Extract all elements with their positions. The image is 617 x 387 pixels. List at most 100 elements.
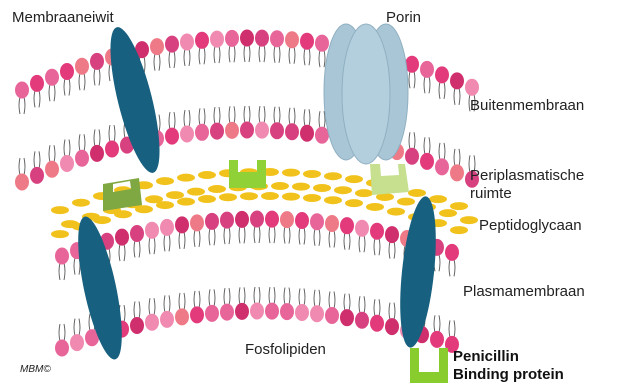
- phospholipid-head-top: [195, 32, 209, 49]
- phospholipid-head-top: [115, 229, 129, 246]
- lipid-tail: [84, 134, 85, 151]
- lipid-tail: [359, 235, 360, 252]
- peptidoglycan-strand: [93, 216, 111, 224]
- lipid-tail: [409, 132, 410, 149]
- lipid-tail: [99, 129, 100, 146]
- peptidoglycan-strand: [135, 205, 153, 213]
- peptidoglycan-strand: [72, 199, 90, 207]
- phospholipid-head-bottom: [235, 303, 249, 320]
- lipid-tail: [159, 115, 160, 132]
- phospholipid-head-bottom: [210, 123, 224, 140]
- phospholipid-head-top: [270, 30, 284, 47]
- lipid-tail: [374, 238, 375, 255]
- label-periplasm-line2: ruimte: [470, 185, 512, 202]
- peptidoglycan-strand: [198, 195, 216, 203]
- phospholipid-head-bottom: [385, 318, 399, 335]
- lipid-tail: [304, 227, 305, 244]
- peptidoglycan-strand: [187, 188, 205, 196]
- lipid-tail: [34, 151, 35, 168]
- lipid-tail: [154, 298, 155, 315]
- lipid-tail: [389, 303, 390, 320]
- phospholipid-head-bottom: [60, 155, 74, 172]
- peptidoglycan-strand: [219, 193, 237, 201]
- lipid-tail: [319, 229, 320, 246]
- peptidoglycan-strand: [324, 196, 342, 204]
- lipid-tail: [254, 226, 255, 243]
- lipid-tail: [279, 107, 280, 124]
- phospholipid-head-top: [340, 217, 354, 234]
- phospholipid-head-bottom: [325, 307, 339, 324]
- phospholipid-head-bottom: [30, 167, 44, 184]
- lipid-tail: [394, 303, 395, 320]
- lipid-tail: [184, 293, 185, 310]
- phospholipid-head-top: [285, 31, 299, 48]
- lipid-tail: [139, 240, 140, 257]
- lipid-tail: [294, 108, 295, 125]
- lipid-tail: [79, 73, 80, 90]
- peptidoglycan-strand: [460, 216, 478, 224]
- phospholipid-head-top: [310, 213, 324, 230]
- lipid-tail: [224, 288, 225, 305]
- lipid-tail: [424, 137, 425, 154]
- lipid-tail: [199, 47, 200, 64]
- phospholipid-head-top: [370, 223, 384, 240]
- lipid-tail: [344, 294, 345, 311]
- phospholipid-head-top: [465, 79, 479, 96]
- lipid-tail: [364, 296, 365, 313]
- phospholipid-head-bottom: [430, 331, 444, 348]
- lipid-tail: [289, 227, 290, 244]
- lipid-tail: [169, 112, 170, 129]
- peptidoglycan-strand: [166, 191, 184, 199]
- lipid-tail: [244, 287, 245, 304]
- lipid-tail: [164, 295, 165, 312]
- lipid-tail: [424, 76, 425, 93]
- lipid-tail: [319, 111, 320, 128]
- phospholipid-head-top: [435, 66, 449, 83]
- phospholipid-head-top: [420, 61, 434, 78]
- lipid-tail: [289, 108, 290, 125]
- lipid-tail: [284, 227, 285, 244]
- phospholipid-head-top: [90, 53, 104, 70]
- phospholipid-head-top: [205, 213, 219, 230]
- lipid-tail: [94, 68, 95, 85]
- lipid-tail: [434, 315, 435, 332]
- lipid-tail: [54, 84, 55, 101]
- phospholipid-head-top: [450, 72, 464, 89]
- lipid-tail: [124, 305, 125, 322]
- phospholipid-head-bottom: [220, 304, 234, 321]
- phospholipid-head-bottom: [295, 304, 309, 321]
- lipid-tail: [229, 106, 230, 123]
- lipid-tail: [199, 230, 200, 247]
- phospholipid-head-bottom: [180, 125, 194, 142]
- lipid-tail: [114, 125, 115, 142]
- lipid-tail: [214, 289, 215, 306]
- lipid-tail: [289, 288, 290, 305]
- lipid-tail: [279, 46, 280, 63]
- lipid-tail: [249, 45, 250, 62]
- phospholipid-head-top: [75, 58, 89, 75]
- phospholipid-head-top: [295, 212, 309, 229]
- label-plasma-membrane: Plasmamembraan: [463, 283, 585, 300]
- phospholipid-head-bottom: [310, 305, 324, 322]
- phospholipid-head-bottom: [405, 148, 419, 165]
- pbp-protein-center: [229, 160, 266, 188]
- peptidoglycan-strand: [292, 183, 310, 191]
- lipid-tail: [359, 296, 360, 313]
- phospholipid-head-top: [220, 212, 234, 229]
- lipid-tail: [249, 106, 250, 123]
- phospholipid-head-bottom: [250, 303, 264, 320]
- lipid-tail: [119, 244, 120, 261]
- lipid-tail: [244, 45, 245, 62]
- lipid-tail: [64, 324, 65, 341]
- phospholipid-head-top: [175, 216, 189, 233]
- peptidoglycan-strand: [439, 209, 457, 217]
- lipid-tail: [429, 137, 430, 154]
- lipid-tail: [389, 242, 390, 259]
- lipid-tail: [59, 324, 60, 341]
- phospholipid-head-top: [180, 33, 194, 50]
- lipid-tail: [269, 287, 270, 304]
- lipid-tail: [344, 233, 345, 250]
- phospholipid-head-bottom: [450, 164, 464, 181]
- phospholipid-head-top: [210, 31, 224, 48]
